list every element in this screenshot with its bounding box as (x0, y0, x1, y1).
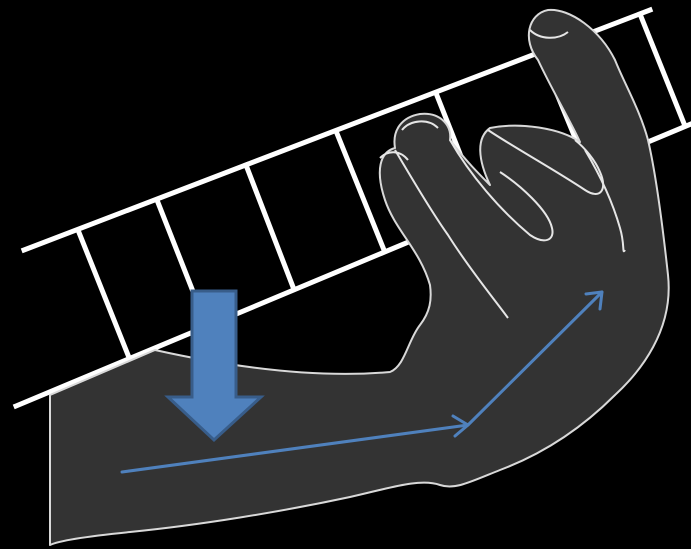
fret-3 (246, 165, 293, 287)
hand (50, 10, 669, 545)
fret-1 (78, 230, 128, 355)
fret-4 (336, 131, 384, 250)
hand-silhouette (50, 10, 669, 545)
fret-7 (640, 14, 685, 126)
